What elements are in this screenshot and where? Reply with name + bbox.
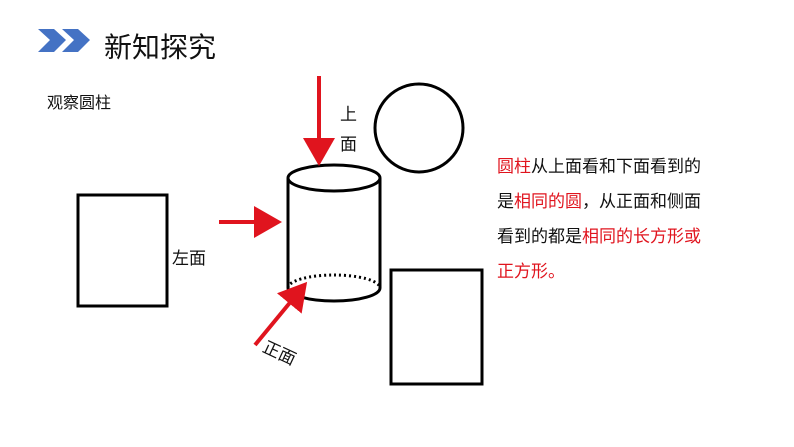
front-view-rectangle <box>389 268 484 386</box>
body-text: 看到的都是 <box>497 227 582 247</box>
left-view-rectangle <box>76 193 169 308</box>
description-line: 是相同的圆，从正面和侧面 <box>497 185 701 220</box>
subtitle: 观察圆柱 <box>47 93 112 112</box>
top-view-circle <box>373 82 465 174</box>
label-left: 左面 <box>172 249 206 269</box>
body-text: 从上面看和下面看到的 <box>531 157 701 177</box>
page-title: 新知探究 <box>104 31 217 64</box>
description-paragraph: 圆柱从上面看和下面看到的是相同的圆，从正面和侧面看到的都是相同的长方形或正方形。 <box>497 150 701 290</box>
highlight-text: 相同的圆 <box>514 192 582 212</box>
label-top-1: 上 <box>340 105 357 125</box>
description-line: 正方形。 <box>497 255 701 290</box>
description-line: 圆柱从上面看和下面看到的 <box>497 150 701 185</box>
double-chevron-icon <box>38 29 90 52</box>
highlight-text: 相同的长方形或 <box>582 227 701 247</box>
body-text: ，从正面和侧面 <box>582 192 701 212</box>
description-line: 看到的都是相同的长方形或 <box>497 220 701 255</box>
body-text: 是 <box>497 192 514 212</box>
highlight-text: 圆柱 <box>497 157 531 177</box>
label-top-2: 面 <box>340 135 357 155</box>
front-arrow <box>253 281 308 347</box>
highlight-text: 正方形。 <box>497 262 565 282</box>
cylinder <box>286 163 382 303</box>
